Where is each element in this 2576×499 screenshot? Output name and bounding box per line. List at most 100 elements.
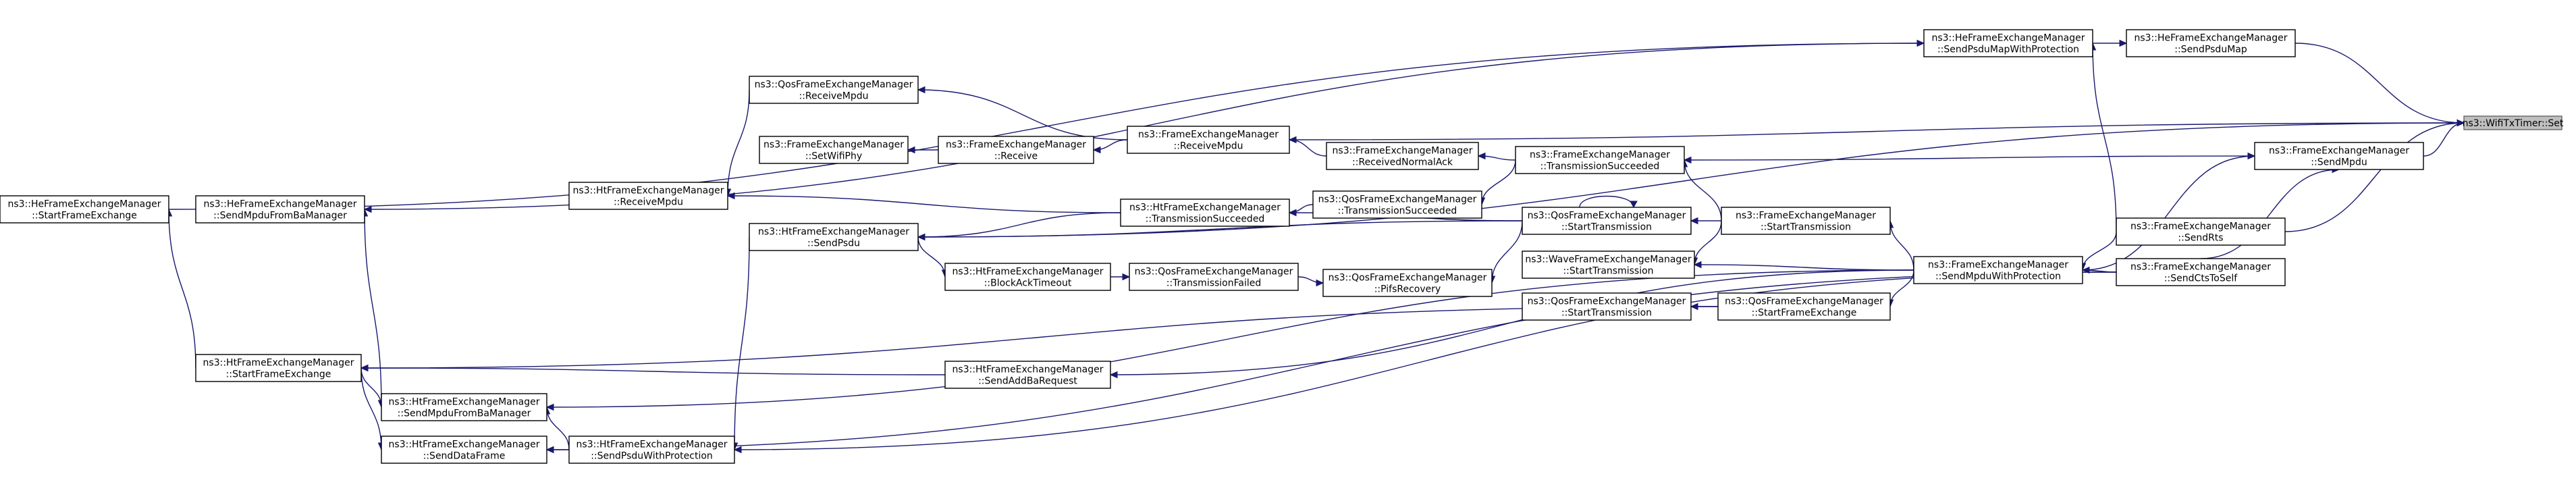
- function-label: ns3::WifiTxTimer::Set: [2463, 118, 2564, 129]
- call-edge: [1579, 195, 1638, 209]
- call-edge: [1477, 152, 1516, 161]
- call-edge: [1478, 159, 1516, 206]
- function-label: ns3::QosFrameExchangeManager: [1528, 211, 1686, 221]
- call-edge: [1690, 220, 1722, 266]
- function-label: ns3::QosFrameExchangeManager: [1135, 267, 1293, 278]
- function-label: ::SendDataFrame: [423, 451, 506, 462]
- function-label: ::SendRts: [2178, 233, 2223, 244]
- function-node[interactable]: ns3::FrameExchangeManager::Receive: [938, 136, 1094, 164]
- function-node[interactable]: ns3::QosFrameExchangeManager::StartTrans…: [1522, 207, 1692, 235]
- function-label: ::TransmissionSucceeded: [1338, 206, 1457, 217]
- function-node[interactable]: ns3::FrameExchangeManager::SendRts: [2116, 217, 2286, 246]
- function-label: ::StartTransmission: [1563, 266, 1653, 277]
- function-label: ::TransmissionFailed: [1166, 278, 1262, 289]
- call-edge: [1110, 273, 1131, 281]
- call-edge: [1297, 276, 1324, 287]
- function-label: ::SetWifiPhy: [805, 151, 862, 162]
- function-label: ns3::FrameExchangeManager: [763, 140, 904, 151]
- function-node[interactable]: ns3::QosFrameExchangeManager::Transmissi…: [1129, 263, 1299, 291]
- function-label: ns3::QosFrameExchangeManager: [1528, 296, 1686, 307]
- function-node[interactable]: ns3::FrameExchangeManager::SendCtsToSelf: [2116, 258, 2286, 286]
- function-node[interactable]: ns3::FrameExchangeManager::StartTransmis…: [1721, 207, 1891, 235]
- function-node[interactable]: ns3::FrameExchangeManager::SetWifiPhy: [759, 136, 909, 164]
- function-node[interactable]: ns3::HtFrameExchangeManager::SendAddBaRe…: [944, 361, 1111, 389]
- function-node[interactable]: ns3::FrameExchangeManager::ReceivedNorma…: [1326, 142, 1479, 170]
- function-node[interactable]: ns3::HeFrameExchangeManager::SendMpduFro…: [195, 195, 365, 224]
- function-label: ns3::HtFrameExchangeManager: [952, 365, 1104, 375]
- call-edge: [545, 269, 1914, 411]
- function-label: ns3::QosFrameExchangeManager: [1329, 273, 1487, 284]
- function-node[interactable]: ns3::QosFrameExchangeManager::ReceiveMpd…: [749, 76, 919, 104]
- function-node[interactable]: ns3::QosFrameExchangeManager::StartTrans…: [1522, 292, 1692, 321]
- function-label: ::SendPsduMapWithProtection: [1937, 45, 2079, 55]
- call-edge: [2078, 231, 2117, 271]
- function-label: ::ReceiveMpdu: [1174, 141, 1243, 152]
- function-label: ns3::HtFrameExchangeManager: [389, 397, 540, 408]
- function-label: ::ReceiveMpdu: [614, 197, 683, 208]
- function-node[interactable]: ns3::HeFrameExchangeManager::SendPsduMap…: [1923, 29, 2093, 57]
- function-node[interactable]: ns3::HeFrameExchangeManager::SendPsduMap: [2126, 29, 2296, 57]
- function-label: ns3::FrameExchangeManager: [1138, 130, 1279, 140]
- function-label: ns3::QosFrameExchangeManager: [1725, 296, 1883, 307]
- function-node[interactable]: ns3::HtFrameExchangeManager::SendPsduWit…: [568, 436, 735, 464]
- function-label: ::PifsRecovery: [1374, 284, 1441, 295]
- call-edge: [360, 364, 946, 375]
- function-node[interactable]: ns3::QosFrameExchangeManager::StartFrame…: [1717, 292, 1891, 321]
- function-node[interactable]: ns3::FrameExchangeManager::ReceiveMpdu: [1127, 126, 1290, 154]
- call-edge: [917, 236, 949, 278]
- function-node[interactable]: ns3::HtFrameExchangeManager::SendMpduFro…: [381, 393, 547, 421]
- function-node[interactable]: ns3::HtFrameExchangeManager::Transmissio…: [1120, 199, 1290, 227]
- function-label: ::StartFrameExchange: [1752, 308, 1857, 319]
- call-edge: [1693, 261, 1914, 271]
- call-edge: [360, 208, 382, 408]
- function-label: ::SendMpduFromBaManager: [398, 409, 531, 419]
- function-label: ns3::FrameExchangeManager: [1530, 150, 1670, 161]
- function-label: ::TransmissionSucceeded: [1540, 161, 1660, 172]
- call-edge: [2295, 43, 2465, 127]
- function-label: ::BlockAckTimeout: [984, 278, 1072, 289]
- call-edge: [1092, 139, 1128, 154]
- call-edge: [730, 236, 750, 451]
- function-label: ns3::FrameExchangeManager: [1736, 211, 1876, 221]
- function-label: ns3::WaveFrameExchangeManager: [1525, 255, 1692, 265]
- call-edge: [2089, 42, 2117, 232]
- function-node[interactable]: ns3::FrameExchangeManager::SendMpdu: [2254, 142, 2424, 170]
- function-label: ::SendPsduWithProtection: [591, 451, 713, 462]
- function-node[interactable]: ns3::FrameExchangeManager::TransmissionS…: [1515, 146, 1685, 174]
- function-node[interactable]: ns3::HtFrameExchangeManager::BlockAckTim…: [944, 263, 1111, 291]
- function-node[interactable]: ns3::HtFrameExchangeManager::StartFrameE…: [195, 354, 362, 382]
- function-node[interactable]: ns3::HtFrameExchangeManager::SendDataFra…: [381, 436, 547, 464]
- function-label: ns3::FrameExchangeManager: [1333, 146, 1473, 157]
- call-edge: [165, 208, 196, 369]
- function-node[interactable]: ns3::QosFrameExchangeManager::Transmissi…: [1312, 190, 1482, 219]
- function-label: ns3::HtFrameExchangeManager: [203, 358, 354, 369]
- function-label: ::StartFrameExchange: [226, 369, 331, 380]
- function-label: ::ReceiveMpdu: [799, 91, 869, 102]
- function-label: ::SendMpduFromBaManager: [213, 211, 347, 221]
- function-label: ns3::FrameExchangeManager: [2269, 146, 2409, 157]
- function-node[interactable]: ns3::QosFrameExchangeManager::PifsRecove…: [1322, 269, 1493, 297]
- call-graph-nodes: ns3::WifiTxTimer::Setns3::HeFrameExchang…: [0, 29, 2564, 464]
- call-edge: [2284, 119, 2465, 232]
- function-label: ::SendPsduMap: [2174, 45, 2247, 55]
- function-node[interactable]: ns3::WaveFrameExchangeManager::StartTran…: [1522, 251, 1695, 279]
- function-node[interactable]: ns3::FrameExchangeManager::SendMpduWithP…: [1913, 256, 2083, 284]
- call-edge: [917, 212, 1121, 241]
- function-label: ns3::HtFrameExchangeManager: [758, 227, 909, 238]
- function-label: ns3::HeFrameExchangeManager: [2134, 33, 2287, 44]
- function-label: ::SendCtsToSelf: [2164, 273, 2238, 284]
- call-edge: [1690, 217, 1721, 225]
- function-label: ::SendAddBaRequest: [978, 376, 1077, 387]
- function-label: ns3::HeFrameExchangeManager: [203, 199, 356, 210]
- function-label: ::Receive: [994, 151, 1038, 162]
- call-edge: [1288, 136, 1327, 157]
- function-label: ::StartFrameExchange: [32, 211, 137, 221]
- function-label: ns3::QosFrameExchangeManager: [1318, 194, 1477, 205]
- function-node[interactable]: ns3::HtFrameExchangeManager::ReceiveMpdu: [568, 182, 728, 210]
- function-label: ns3::QosFrameExchangeManager: [755, 80, 913, 90]
- function-node[interactable]: ns3::HtFrameExchangeManager::SendPsdu: [749, 223, 919, 251]
- call-edge: [907, 146, 938, 154]
- function-node[interactable]: ns3::HeFrameExchangeManager::StartFrameE…: [0, 195, 169, 224]
- function-node[interactable]: ns3::WifiTxTimer::Set: [2463, 115, 2564, 130]
- function-label: ns3::HtFrameExchangeManager: [576, 440, 728, 450]
